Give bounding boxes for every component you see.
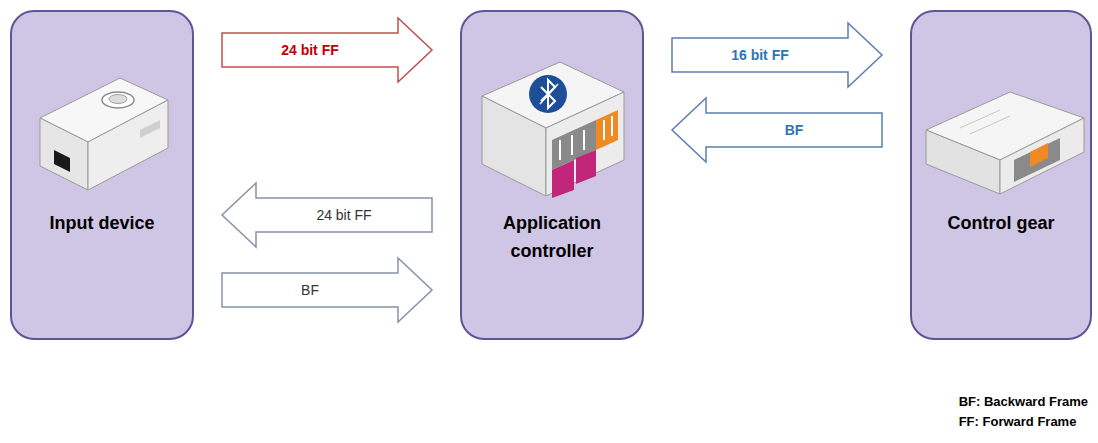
bluetooth-badge — [529, 75, 567, 113]
sensor-port — [54, 150, 70, 172]
driver-marking — [970, 116, 1010, 134]
block-arrow — [222, 183, 432, 247]
sensor-lens — [102, 92, 134, 108]
device-name: Input device — [18, 210, 186, 238]
abbreviation-note: BF: Backward Frame — [959, 392, 1088, 412]
bluetooth-strike — [540, 84, 558, 104]
block-arrow — [222, 18, 432, 82]
legend-notes: BF: Backward FrameFF: Forward Frame — [959, 392, 1088, 432]
terminal-slot — [559, 140, 561, 160]
frame-label: 16 bit FF — [731, 47, 789, 64]
driver-illustration — [926, 92, 1084, 194]
driver-side — [1000, 118, 1084, 194]
controller-illustration — [482, 62, 624, 198]
terminal-magenta — [576, 150, 596, 184]
frame-label: BF — [301, 282, 319, 299]
device-name: Control gear — [918, 210, 1084, 238]
driver-marking — [960, 110, 1000, 128]
abbreviation-note: FF: Forward Frame — [959, 412, 1088, 432]
terminal-slot — [603, 120, 605, 140]
driver-terminal — [1014, 138, 1060, 182]
driver-terminal-orange — [1030, 143, 1048, 167]
sensor-front — [40, 118, 88, 190]
block-arrow — [672, 98, 882, 162]
sensor-side — [88, 100, 168, 190]
terminal-slot — [571, 135, 573, 155]
sensor-lens-inner — [109, 95, 127, 104]
sensor-illustration — [40, 78, 168, 190]
sensor-marking — [140, 120, 160, 138]
device-name: Application controller — [468, 210, 636, 266]
terminal-magenta — [552, 160, 574, 198]
controller-front — [482, 96, 546, 196]
block-arrow — [222, 258, 432, 322]
terminal-slot — [611, 116, 613, 136]
terminal-orange — [596, 110, 618, 150]
terminal-slot — [583, 130, 585, 150]
frame-label: 24 bit FF — [281, 42, 339, 59]
block-arrow — [672, 23, 882, 87]
frame-label: 24 bit FF — [316, 207, 371, 224]
frame-label: BF — [785, 122, 804, 139]
driver-front — [926, 130, 1000, 194]
